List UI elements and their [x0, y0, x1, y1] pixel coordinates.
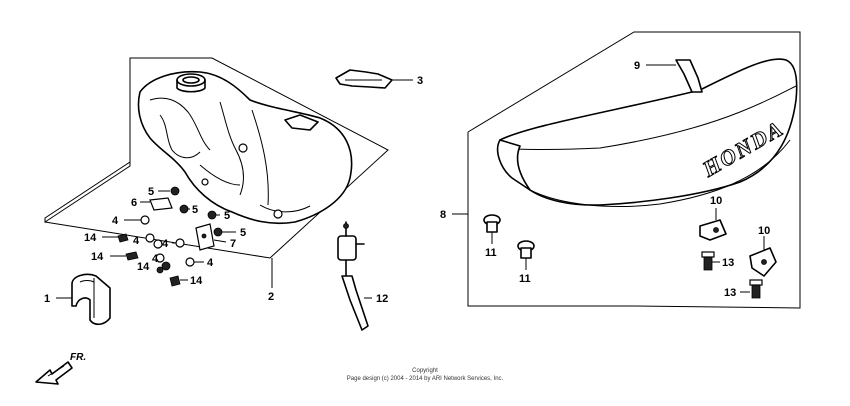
part-3-emblem[interactable]: 3 [335, 69, 423, 89]
callout-10b: 10 [758, 225, 770, 237]
part-13-bolt-b[interactable]: 13 [724, 279, 763, 299]
callout-7: 7 [230, 238, 236, 250]
part-10-bracket-a[interactable]: 10 [699, 195, 727, 241]
callout-11a: 11 [485, 247, 497, 259]
front-direction-arrow: FR. [35, 352, 86, 385]
copyright-line2: Page design (c) 2004 - 2014 by ARI Netwo… [346, 376, 504, 382]
callout-13a: 13 [722, 257, 734, 269]
tank-fasteners: 5 6 5 5 4 5 7 14 4 4 [84, 186, 246, 287]
callout-4a: 4 [112, 215, 119, 227]
callout-13b: 13 [724, 287, 736, 299]
callout-4e: 4 [152, 253, 159, 265]
callout-14d: 14 [190, 275, 203, 287]
seat[interactable]: 9 HONDA [496, 58, 798, 207]
callout-1: 1 [44, 293, 50, 305]
callout-5c: 5 [224, 210, 230, 222]
callout-14c: 14 [137, 261, 150, 273]
callout-5a: 5 [148, 186, 154, 198]
callout-14a: 14 [84, 232, 97, 244]
callout-5d: 5 [240, 227, 246, 239]
part-12-fuel-valve[interactable]: 12 [337, 221, 388, 331]
callout-14b: 14 [91, 251, 104, 263]
callout-6: 6 [131, 197, 137, 209]
part-11-rubber-a[interactable]: 11 [483, 214, 501, 259]
fuel-tank[interactable] [137, 70, 353, 225]
callout-10a: 10 [710, 195, 722, 207]
seat-group-frame [467, 31, 801, 309]
fr-label: FR. [70, 352, 86, 363]
callout-4c: 4 [162, 238, 169, 250]
callout-12: 12 [376, 293, 388, 305]
part-11-rubber-b[interactable]: 11 [517, 240, 535, 285]
part-1-cover[interactable]: 1 [44, 273, 111, 326]
callout-2: 2 [268, 291, 274, 303]
callout-3: 3 [417, 75, 423, 87]
callout-5b: 5 [192, 204, 198, 216]
part-13-bolt-a[interactable]: 13 [701, 251, 734, 271]
callout-9: 9 [634, 60, 640, 72]
callout-4d: 4 [207, 257, 214, 269]
copyright-line1: Copyright [412, 368, 438, 374]
part-10-bracket-b[interactable]: 10 [749, 225, 777, 277]
callout-4b: 4 [133, 235, 140, 247]
callout-11b: 11 [519, 273, 531, 285]
callout-8: 8 [440, 209, 446, 221]
